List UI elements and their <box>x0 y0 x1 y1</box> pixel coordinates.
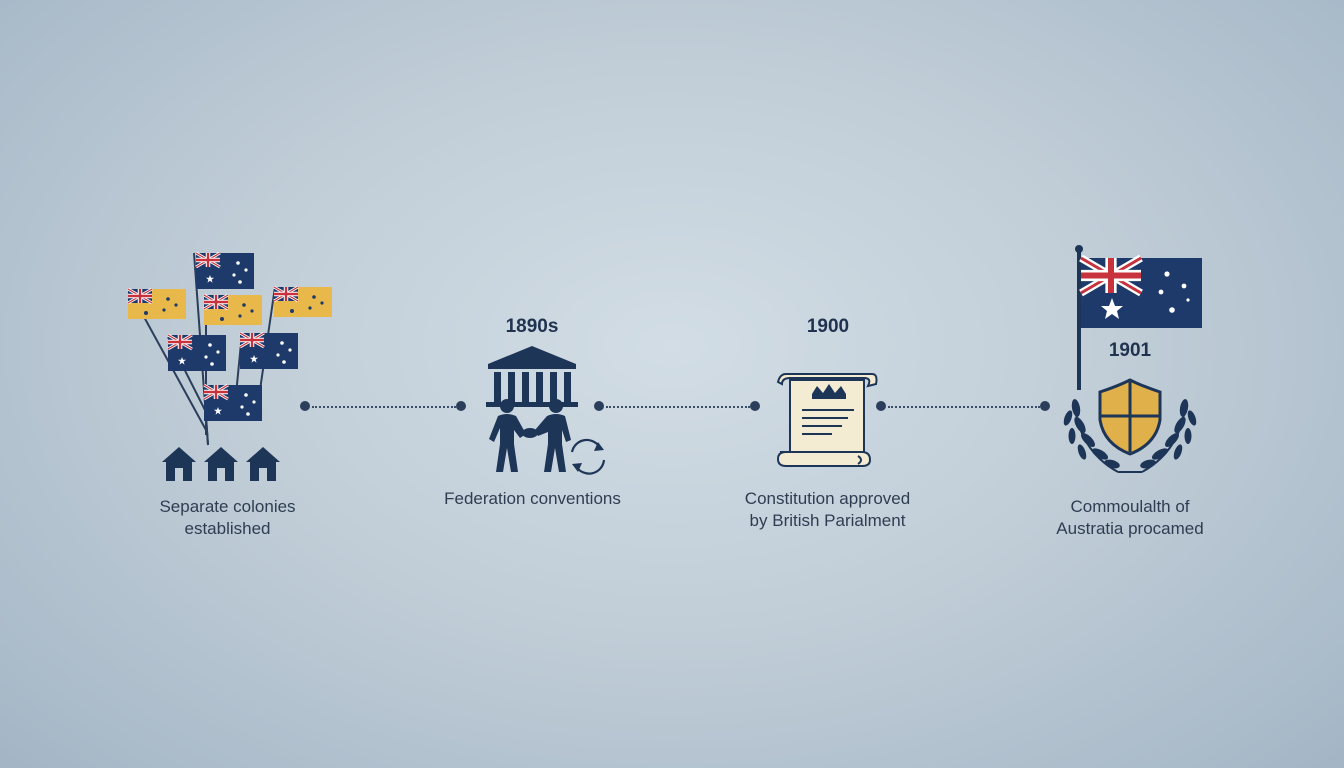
event-4-caption: Commoulalth of Austratia procamed <box>1020 496 1240 540</box>
connector-3-start-dot <box>876 401 886 411</box>
parliament-handshake-icon <box>486 346 606 475</box>
event-2-caption-line-1: Federation conventions <box>444 489 621 508</box>
event-3-caption: Constitution approved by British Parialm… <box>715 488 940 532</box>
colony-flags-and-houses-icon <box>120 252 345 481</box>
connector-3 <box>876 401 1056 413</box>
connector-1-line <box>312 406 456 408</box>
constitution-scroll-icon <box>776 373 878 467</box>
connector-2-start-dot <box>594 401 604 411</box>
connector-1 <box>300 401 470 413</box>
event-1-caption-line-1: Separate colonies <box>159 497 296 516</box>
connector-1-end-dot <box>456 401 466 411</box>
connector-2 <box>594 401 764 413</box>
event-2-caption: Federation conventions <box>420 488 645 510</box>
connector-1-start-dot <box>300 401 310 411</box>
event-3-year: 1900 <box>806 316 850 337</box>
event-1-caption-line-2: established <box>184 519 271 538</box>
flag-and-shield-laurel-icon <box>1063 245 1202 473</box>
connector-2-end-dot <box>750 401 760 411</box>
event-4-caption-line-2: Austratia procamed <box>1056 519 1204 538</box>
event-2-year: 1890s <box>505 316 559 337</box>
event-4-year: 1901 <box>1108 340 1152 361</box>
connector-3-line <box>888 406 1040 408</box>
connector-2-line <box>606 406 750 408</box>
event-4-caption-line-1: Commoulalth of <box>1070 497 1190 516</box>
event-3-caption-line-1: Constitution approved <box>744 489 911 508</box>
event-3-caption-line-2: by British Parialment <box>749 511 906 530</box>
connector-3-end-dot <box>1040 401 1050 411</box>
event-1-caption: Separate colonies established <box>120 496 335 540</box>
